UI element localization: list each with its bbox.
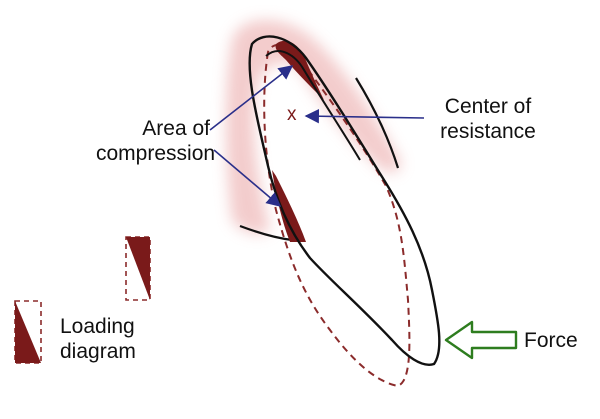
area-of-compression-label: Area of compression bbox=[96, 116, 216, 166]
loading-box-upper bbox=[125, 236, 151, 301]
pointer-to-center-of-resistance bbox=[304, 109, 425, 124]
force-arrow bbox=[444, 320, 518, 360]
loading-box-upper-triangle bbox=[126, 237, 150, 300]
area-of-compression-line-1: Area of bbox=[142, 117, 210, 140]
loading-box-lower bbox=[14, 300, 42, 364]
loading-diagram-line-1: Loading bbox=[60, 315, 135, 338]
center-of-resistance-line-1: Center of bbox=[444, 95, 532, 118]
tooth-outline bbox=[248, 35, 441, 366]
compression-area-apex bbox=[275, 40, 324, 100]
center-of-resistance-line-2: resistance bbox=[440, 120, 536, 143]
area-of-compression-line-2: compression bbox=[96, 142, 216, 165]
loading-box-lower-triangle bbox=[15, 301, 41, 363]
center-of-resistance-label: Center of resistance bbox=[424, 94, 552, 144]
gum-tissue-upper bbox=[225, 19, 401, 234]
loading-diagram-line-2: diagram bbox=[60, 340, 136, 363]
center-of-resistance-marker: x bbox=[287, 104, 297, 125]
displaced-tooth-outline bbox=[263, 43, 411, 388]
alveolar-bone-line bbox=[239, 224, 293, 242]
bone-crest-line bbox=[355, 77, 400, 169]
loading-diagram-label: Loading diagram bbox=[60, 314, 170, 364]
force-label: Force bbox=[524, 329, 578, 352]
pointer-to-cervical-compression bbox=[213, 149, 282, 207]
compression-area-cervical bbox=[272, 170, 306, 242]
root-canal-line bbox=[265, 50, 361, 161]
pointer-to-apex-compression bbox=[209, 65, 294, 131]
gum-tissue bbox=[225, 19, 401, 234]
